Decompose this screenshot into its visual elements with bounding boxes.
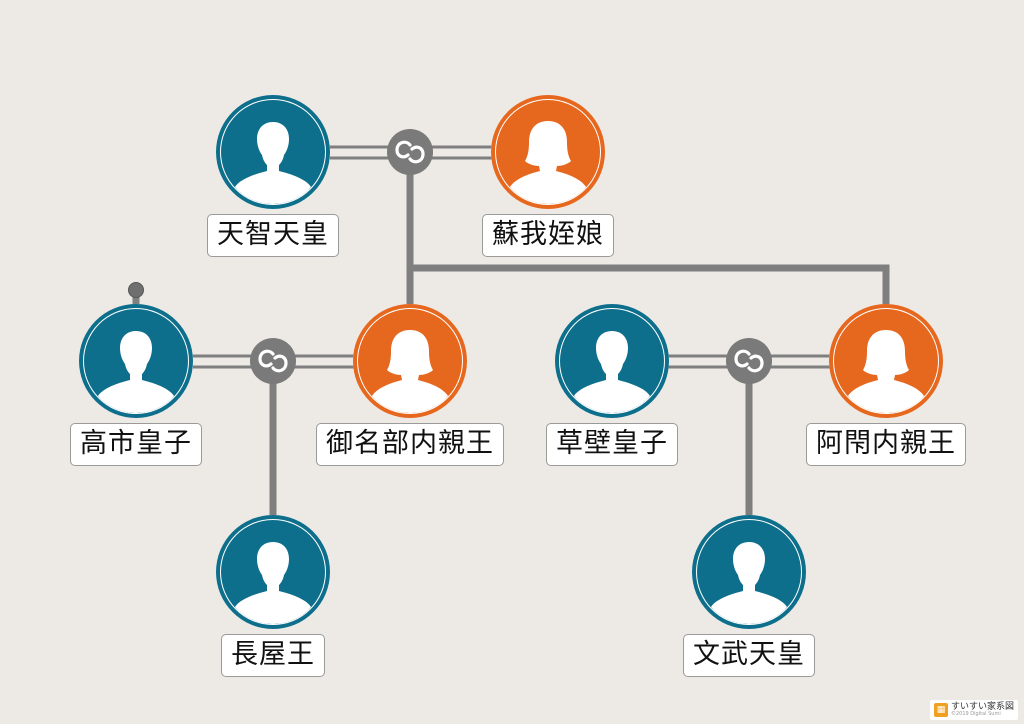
male-silhouette-icon [235,122,311,204]
person-name-label: 御名部内親王 [316,423,504,466]
union-symbol-top [387,129,433,175]
avatar-female [491,95,605,209]
collapse-marker[interactable] [128,282,144,298]
union-icon [258,349,288,373]
male-silhouette-icon [235,542,311,624]
union-icon [734,349,764,373]
male-silhouette-icon [711,542,787,624]
person-name-label: 文武天皇 [683,634,815,677]
male-silhouette-icon [574,331,650,413]
brand-name: すいすい家系図 [950,702,1014,712]
person-name-label: 阿閇内親王 [806,423,966,466]
female-silhouette-icon [510,121,586,204]
female-silhouette-icon [372,330,448,413]
avatar-female [829,304,943,418]
avatar-male [216,515,330,629]
brand-logo-icon: ▦ [933,703,948,717]
avatar-male [555,304,669,418]
person-name-label: 蘇我姪娘 [482,214,614,257]
brand-copyright: ©2019 Digital Sumi [950,711,1001,717]
person-name-label: 高市皇子 [70,423,202,466]
avatar-male [692,515,806,629]
person-name-label: 天智天皇 [207,214,339,257]
avatar-male [216,95,330,209]
male-silhouette-icon [98,331,174,413]
union-icon [395,140,425,164]
descent-lines [132,152,890,520]
avatar-female [353,304,467,418]
person-name-label: 長屋王 [221,634,325,677]
person-name-label: 草壁皇子 [546,423,678,466]
female-silhouette-icon [848,330,924,413]
brand-badge: ▦ すいすい家系図 ©2019 Digital Sumi [929,700,1018,720]
avatar-male [79,304,193,418]
union-symbol-left [250,338,296,384]
union-symbol-right [726,338,772,384]
